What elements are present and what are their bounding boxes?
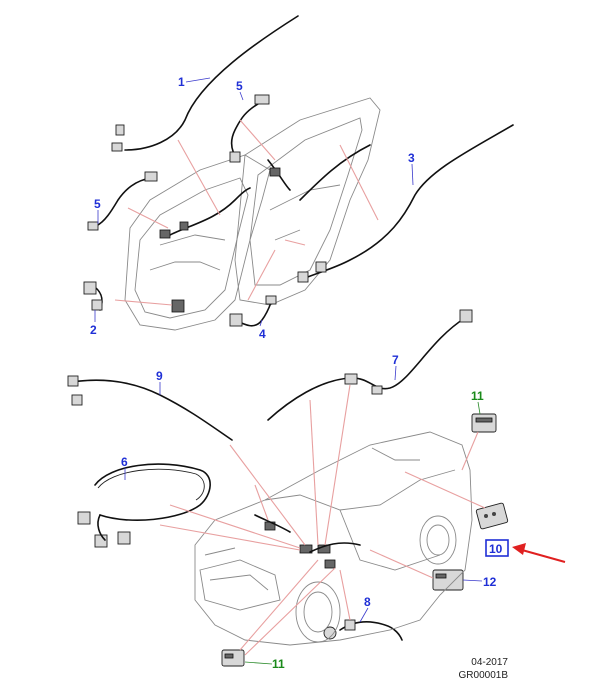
- front-wheel-sensor-harness: [323, 619, 403, 641]
- vehicle-body: [194, 431, 473, 646]
- control-module-upper: [471, 413, 497, 433]
- callout-leaders: [94, 77, 483, 665]
- footer-date: 04-2017: [471, 657, 508, 668]
- body-side-harness: [67, 375, 233, 441]
- callout-9: 9: [156, 369, 163, 383]
- highlight-arrow: [512, 543, 566, 563]
- rear-door-harness: [297, 124, 514, 283]
- callout-4: 4: [259, 327, 266, 341]
- control-module-lower: [221, 649, 245, 667]
- callout-2: 2: [90, 323, 97, 337]
- callout-8: 8: [364, 595, 371, 609]
- callout-1: 1: [178, 75, 185, 89]
- callout-6: 6: [121, 455, 128, 469]
- callout-11-upper: 11: [471, 389, 484, 403]
- door-speaker-harness: [83, 281, 185, 313]
- roof-control-module: [475, 502, 509, 530]
- leader-lines: [114, 119, 486, 656]
- door-switch-harness-upper: [229, 94, 291, 191]
- callout-5-lower: 5: [94, 197, 101, 211]
- front-door-harness: [111, 15, 299, 239]
- roof-harness: [267, 309, 473, 421]
- callout-3: 3: [408, 151, 415, 165]
- callout-11-lower: 11: [272, 657, 285, 671]
- callout-10: 10: [489, 542, 503, 556]
- tailgate-harness-loop: [77, 463, 211, 548]
- callout-7: 7: [392, 353, 399, 367]
- callout-10-box: [485, 539, 509, 557]
- door-switch-harness-lower: [87, 171, 158, 231]
- vehicle-connectors: [254, 514, 361, 569]
- callout-12: 12: [483, 575, 497, 589]
- callout-labels: 1 5 3 5 2 4 7 9 11 6 10 12 8 11: [90, 75, 509, 671]
- rear-door-speaker-harness: [229, 295, 277, 327]
- callout-5-upper: 5: [236, 79, 243, 93]
- footer-reference: GR00001B: [458, 670, 508, 681]
